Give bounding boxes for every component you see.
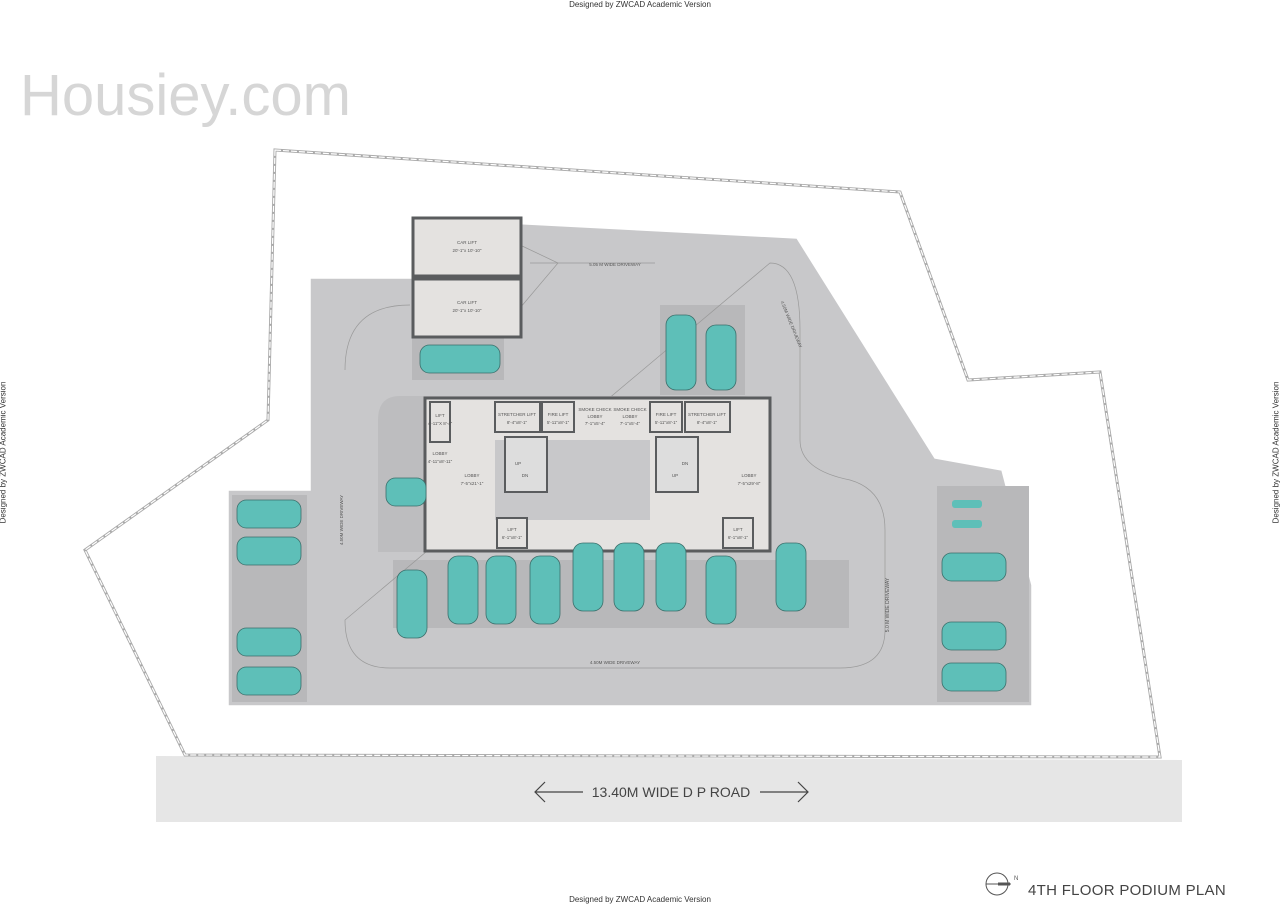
lift-left-label: LIFT [435,413,445,418]
smoke-check-left-size: 7'-1"x5'-4" [585,421,606,426]
zwcad-watermark-bottom: Designed by ZWCAD Academic Version [569,895,711,904]
stretcher-lift-right-size: 8'-4"x8'-1" [697,420,718,425]
staircase-left [504,436,548,493]
stair-dn-left: DN [522,473,529,478]
car [236,499,302,529]
plan-title: 4TH FLOOR PODIUM PLAN [1028,882,1226,899]
lobby-small-label: LOBBY [432,451,447,456]
car-lift-2-size: 20'-1"x 10'-10" [453,308,482,313]
smoke-check-right-label: SMOKE CHECK [613,407,646,412]
car-lift-1-label: CAR LIFT [457,240,477,245]
lift-left-size: 4'-11"X 8'-4" [428,421,453,426]
car [385,477,427,507]
lift-bottom-left-label: LIFT [507,527,517,532]
driveway-lines [344,262,886,669]
smoke-check-left-label: SMOKE CHECK [578,407,611,412]
fire-lift-right-label: FIRE LIFT [656,412,677,417]
car [419,344,501,374]
car [941,552,1007,582]
car-lift-2 [411,277,523,339]
lobby-small-size: 4'-11"x8'-11" [428,459,453,464]
car-lift-2-label: CAR LIFT [457,300,477,305]
lobby-right-size: 7'-5"x29'-8" [738,481,761,486]
fire-lift-left [541,401,575,433]
fire-lift-right-size: 5'-11"x8'-1" [655,420,678,425]
car [613,542,645,612]
smoke-check-right-size: 7'-1"x5'-4" [620,421,641,426]
lift-bottom-right [722,517,754,549]
fire-lift-right [649,401,683,433]
driveway-label-left: 4.50M WIDE DRIVEWAY [339,495,344,545]
road-arrow [534,781,809,803]
staircase-right [655,436,699,493]
car [572,542,604,612]
stretcher-lift-right-label: STRETCHER LIFT [688,412,726,417]
lobby-left-size: 7'-5"x21'-1" [461,481,484,486]
zwcad-watermark-top: Designed by ZWCAD Academic Version [569,0,711,9]
car [705,324,737,391]
stair-dn-right: DN [682,461,689,466]
car-lift-1 [411,216,523,278]
car-group [236,314,1007,696]
stretcher-lift-left-label: STRETCHER LIFT [498,412,536,417]
lift-bottom-left-size: 6'-1"x8'-1" [502,535,523,540]
lift-bottom-left [496,517,528,549]
driveway-label-right: 5.0 M WIDE DRIVEWAY [885,577,891,632]
car [529,555,561,625]
fire-lift-left-size: 5'-11"x8'-1" [547,420,570,425]
car [236,536,302,566]
lobby-right-label: LOBBY [741,473,756,478]
car [941,662,1007,692]
motorbike [952,520,982,528]
lift-left [429,401,451,443]
car-lift-1-size: 20'-1"x 10'-10" [453,248,482,253]
motorbike [952,500,982,508]
stair-up-left: UP [515,461,521,466]
stretcher-lift-left [494,401,541,433]
north-label: N [1014,876,1018,882]
smoke-check-right-lobby: LOBBY [622,414,637,419]
housiey-watermark: Housiey.com [20,63,351,128]
lift-bottom-right-label: LIFT [733,527,743,532]
stair-up-right: UP [672,473,678,478]
car [941,621,1007,651]
lift-bottom-right-size: 6'-1"x8'-1" [728,535,749,540]
stretcher-lift-left-size: 8'-4"x8'-1" [507,420,528,425]
road-strip [156,756,1182,822]
car [705,555,737,625]
north-arrow-icon [985,872,1011,896]
car [775,542,807,612]
car [236,627,302,657]
stretcher-lift-right [684,401,731,433]
driveway-label-top: 5.05 M WIDE DRIVEWAY [589,262,641,267]
car [236,666,302,696]
car [396,569,428,639]
road-label: 13.40M WIDE D P ROAD [592,784,750,800]
car [665,314,697,391]
smoke-check-left-lobby: LOBBY [587,414,602,419]
driveway-label-bottom: 4.50M WIDE DRIVEWAY [590,660,640,665]
lobby-left-label: LOBBY [464,473,479,478]
car [655,542,687,612]
fire-lift-left-label: FIRE LIFT [548,412,569,417]
car [447,555,479,625]
car [485,555,517,625]
